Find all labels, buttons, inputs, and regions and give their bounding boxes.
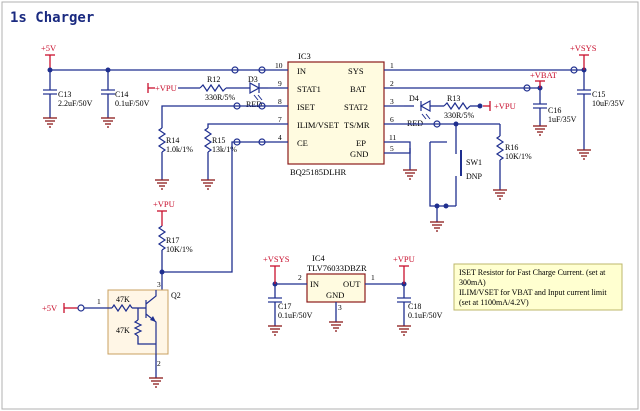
ic3-pin-in: IN — [297, 66, 306, 76]
sheet-title: 1s Charger — [10, 10, 94, 26]
q2-pin1: 1 — [97, 297, 101, 306]
input-power-net[interactable]: +5V C13 2.2uF/50V C14 0.1uF/50V — [41, 43, 268, 128]
c13-value: 2.2uF/50V — [58, 99, 93, 108]
d3-ref: D3 — [248, 75, 258, 84]
vbat-label: +VBAT — [530, 70, 558, 80]
ic4-ref: IC4 — [312, 253, 326, 263]
note-box — [453, 263, 623, 311]
ic3-pin-ce: CE — [297, 138, 308, 148]
c17-value: 0.1uF/50V — [278, 311, 313, 320]
ic4-body — [306, 273, 366, 303]
tsmr-circuit[interactable]: R16 10K/1% SW1 DNP — [402, 120, 532, 232]
note-line1: ISET Resistor for Fast Charge Current. (… — [459, 268, 606, 277]
ic4-pin-in: IN — [310, 279, 319, 289]
c18-ref: C18 — [408, 302, 421, 311]
r15-value: 13k/1% — [212, 145, 237, 154]
ce-control-net[interactable]: +VPU R17 10K/1% — [153, 138, 268, 290]
ic3-part: BQ25185DLHR — [290, 167, 347, 177]
c17-ref: C17 — [278, 302, 291, 311]
design-note: ISET Resistor for Fast Charge Current. (… — [453, 263, 623, 311]
d3-color: RED — [246, 100, 262, 109]
r13-value: 330R/5% — [444, 111, 475, 120]
r12-ref: R12 — [207, 75, 220, 84]
c16-value: 1uF/35V — [548, 115, 577, 124]
iset-resistor[interactable]: R14 1.0k/1% — [154, 105, 268, 190]
c14-ref: C14 — [115, 90, 128, 99]
ic3-num-2: 2 — [390, 79, 394, 88]
r15-ref: R15 — [212, 136, 225, 145]
vsys-ic4-label: +VSYS — [263, 254, 290, 264]
r16-ref: R16 — [505, 143, 518, 152]
ic3-pin-sys: SYS — [348, 66, 364, 76]
ic4[interactable]: IC4 TLV76033DBZR IN OUT GND 2 1 3 +VSYS … — [263, 253, 443, 336]
q2-transistor[interactable]: +5V 1 47K 47K Q2 3 2 — [42, 280, 181, 388]
c14-value: 0.1uF/50V — [115, 99, 150, 108]
c15-ref: C15 — [592, 90, 605, 99]
sw1-ref: SW1 — [466, 158, 482, 167]
ic3-pin-ilim: ILIM/VSET — [297, 120, 340, 130]
vpu-r17-label: +VPU — [153, 199, 175, 209]
ic3-body — [287, 61, 385, 165]
ic4-pin-out: OUT — [343, 279, 361, 289]
note-line3: ILIM/VSET for VBAT and Input current lim… — [459, 288, 607, 297]
note-line4: (set at 1100mA/4.2V) — [459, 298, 529, 307]
ic3-num-7: 7 — [278, 115, 282, 124]
r16-value: 10K/1% — [505, 152, 532, 161]
ic4-num-2: 2 — [298, 273, 302, 282]
ic3-num-11: 11 — [389, 133, 396, 142]
sys-output-net[interactable]: +VSYS C15 10uF/35V — [404, 43, 625, 160]
ic3-pin-stat1: STAT1 — [297, 84, 321, 94]
ic4-num-1: 1 — [371, 273, 375, 282]
ic3-pin-ep: EP — [356, 138, 366, 148]
stat1-led-circuit[interactable]: +VPU R12 330R/5% D3 RED — [147, 75, 268, 110]
ic3-pin-stat2: STAT2 — [344, 102, 368, 112]
c13-ref: C13 — [58, 90, 71, 99]
r17-ref: R17 — [166, 236, 179, 245]
p5v-q2-label: +5V — [42, 303, 58, 313]
c15-value: 10uF/35V — [592, 99, 625, 108]
p5v-top-label: +5V — [41, 43, 57, 53]
ic3-num-4: 4 — [278, 133, 282, 142]
q2-r2: 47K — [116, 326, 130, 335]
r12-value: 330R/5% — [205, 93, 236, 102]
q2-ref: Q2 — [171, 291, 181, 300]
note-line2: 300mA) — [459, 278, 486, 287]
ic3-num-8: 8 — [278, 97, 282, 106]
r17-value: 10K/1% — [166, 245, 193, 254]
ic3-pin-gnd: GND — [350, 149, 368, 159]
ic3-pin-tsmr: TS/MR — [344, 120, 370, 130]
sw1-note: DNP — [466, 172, 483, 181]
ic4-num-3: 3 — [338, 303, 342, 312]
ic3-pin-iset: ISET — [297, 102, 316, 112]
c18-value: 0.1uF/50V — [408, 311, 443, 320]
ilim-resistor[interactable]: R15 13k/1% — [200, 123, 268, 190]
ic3[interactable]: IC3 BQ25185DLHR IN STAT1 ISET ILIM/VSET … — [268, 51, 404, 177]
ic3-num-1: 1 — [390, 61, 394, 70]
r13-ref: R13 — [447, 94, 460, 103]
vsys-top-label: +VSYS — [570, 43, 597, 53]
q2-r1: 47K — [116, 295, 130, 304]
bat-output-net[interactable]: +VBAT C16 1uF/35V — [404, 70, 577, 136]
r14-ref: R14 — [166, 136, 179, 145]
ic3-num-3: 3 — [390, 97, 394, 106]
vpu-ic4-label: +VPU — [393, 254, 415, 264]
q2-pin3: 3 — [157, 280, 161, 289]
ic3-pin-bat: BAT — [350, 84, 367, 94]
stat2-led-circuit[interactable]: D4 RED R13 330R/5% +VPU — [404, 94, 516, 128]
c16-ref: C16 — [548, 106, 561, 115]
r14-value: 1.0k/1% — [166, 145, 193, 154]
ic4-part: TLV76033DBZR — [307, 263, 367, 273]
q2-pin2: 2 — [157, 359, 161, 368]
vpu-r13-label: +VPU — [494, 101, 516, 111]
ic3-ref: IC3 — [298, 51, 311, 61]
ic3-num-5: 5 — [390, 144, 394, 153]
vpu-r12-label: +VPU — [155, 83, 177, 93]
ic4-pin-gnd: GND — [326, 290, 344, 300]
d4-ref: D4 — [409, 94, 419, 103]
ic3-num-9: 9 — [278, 79, 282, 88]
ic3-num-10: 10 — [275, 61, 283, 70]
ic3-num-6: 6 — [390, 115, 394, 124]
